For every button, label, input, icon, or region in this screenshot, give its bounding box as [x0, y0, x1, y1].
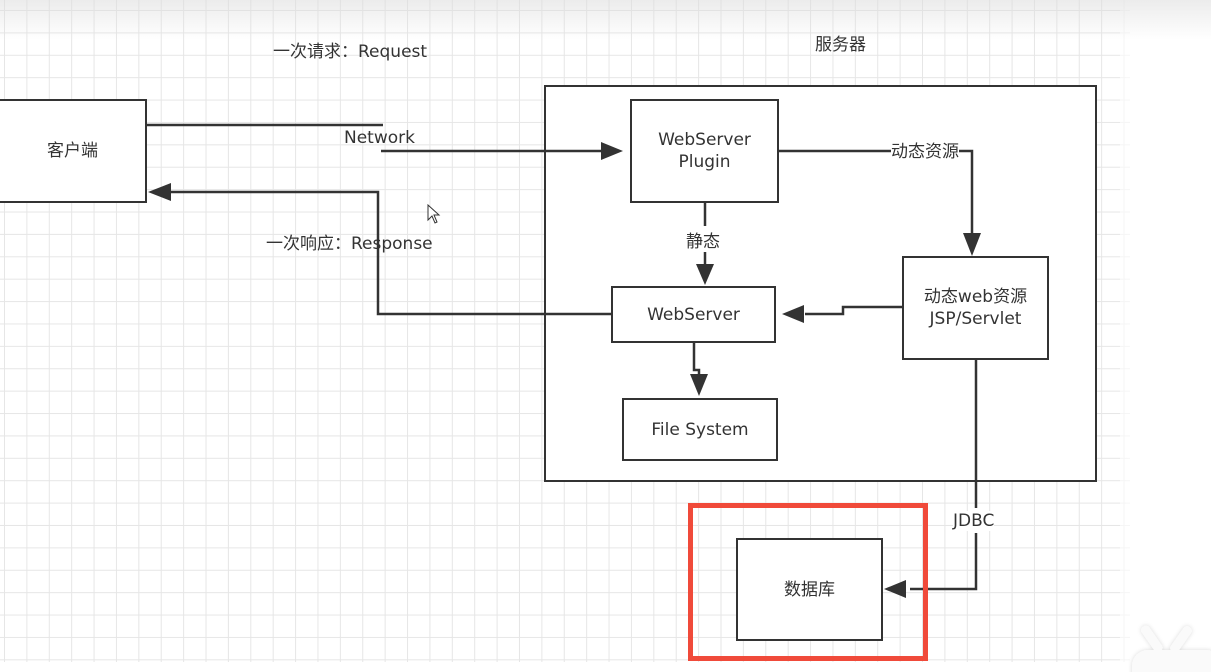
client-node[interactable]: 客户端	[0, 99, 147, 203]
database-label: 数据库	[784, 579, 835, 600]
dynamic-line	[778, 149, 974, 236]
response-line	[170, 190, 611, 316]
dynamic-label: 动态资源	[891, 142, 959, 162]
server-group-label: 服务器	[815, 35, 866, 55]
dynamic-resource-label: 动态web资源 JSP/Servlet	[923, 287, 1028, 329]
arrowhead-fs	[690, 374, 708, 396]
arrowhead-plugin	[601, 142, 623, 160]
webserver-to-fs-line	[692, 342, 701, 375]
arrowhead-db	[884, 580, 906, 598]
tv-logo-icon	[1132, 625, 1211, 672]
request-label: 一次请求：Request	[273, 42, 428, 62]
database-node[interactable]: 数据库	[736, 538, 883, 641]
webserver-plugin-node[interactable]: WebServer Plugin	[630, 99, 779, 203]
file-system-node[interactable]: File System	[622, 398, 778, 461]
jdbc-label: JDBC	[953, 511, 995, 531]
static-label: 静态	[686, 232, 720, 252]
arrowhead-webserver-top	[696, 264, 714, 285]
arrowhead-webserver-right	[782, 305, 804, 323]
file-system-label: File System	[651, 419, 749, 440]
arrowhead-dynamic	[963, 233, 981, 256]
jdbc-line-b	[910, 533, 978, 591]
mouse-cursor-icon	[427, 204, 441, 224]
client-label: 客户端	[47, 141, 98, 161]
webserver-plugin-label: WebServer Plugin	[658, 130, 751, 172]
arrowhead-client	[148, 183, 171, 201]
response-label: 一次响应：Response	[266, 234, 433, 254]
network-label: Network	[344, 128, 415, 148]
webserver-label: WebServer	[647, 304, 740, 325]
database-highlight	[688, 503, 928, 661]
webserver-node[interactable]: WebServer	[611, 286, 776, 343]
canvas-edge	[1120, 0, 1211, 672]
dynamic-resource-node[interactable]: 动态web资源 JSP/Servlet	[902, 256, 1049, 360]
dynamic-to-webserver-line	[805, 305, 902, 316]
